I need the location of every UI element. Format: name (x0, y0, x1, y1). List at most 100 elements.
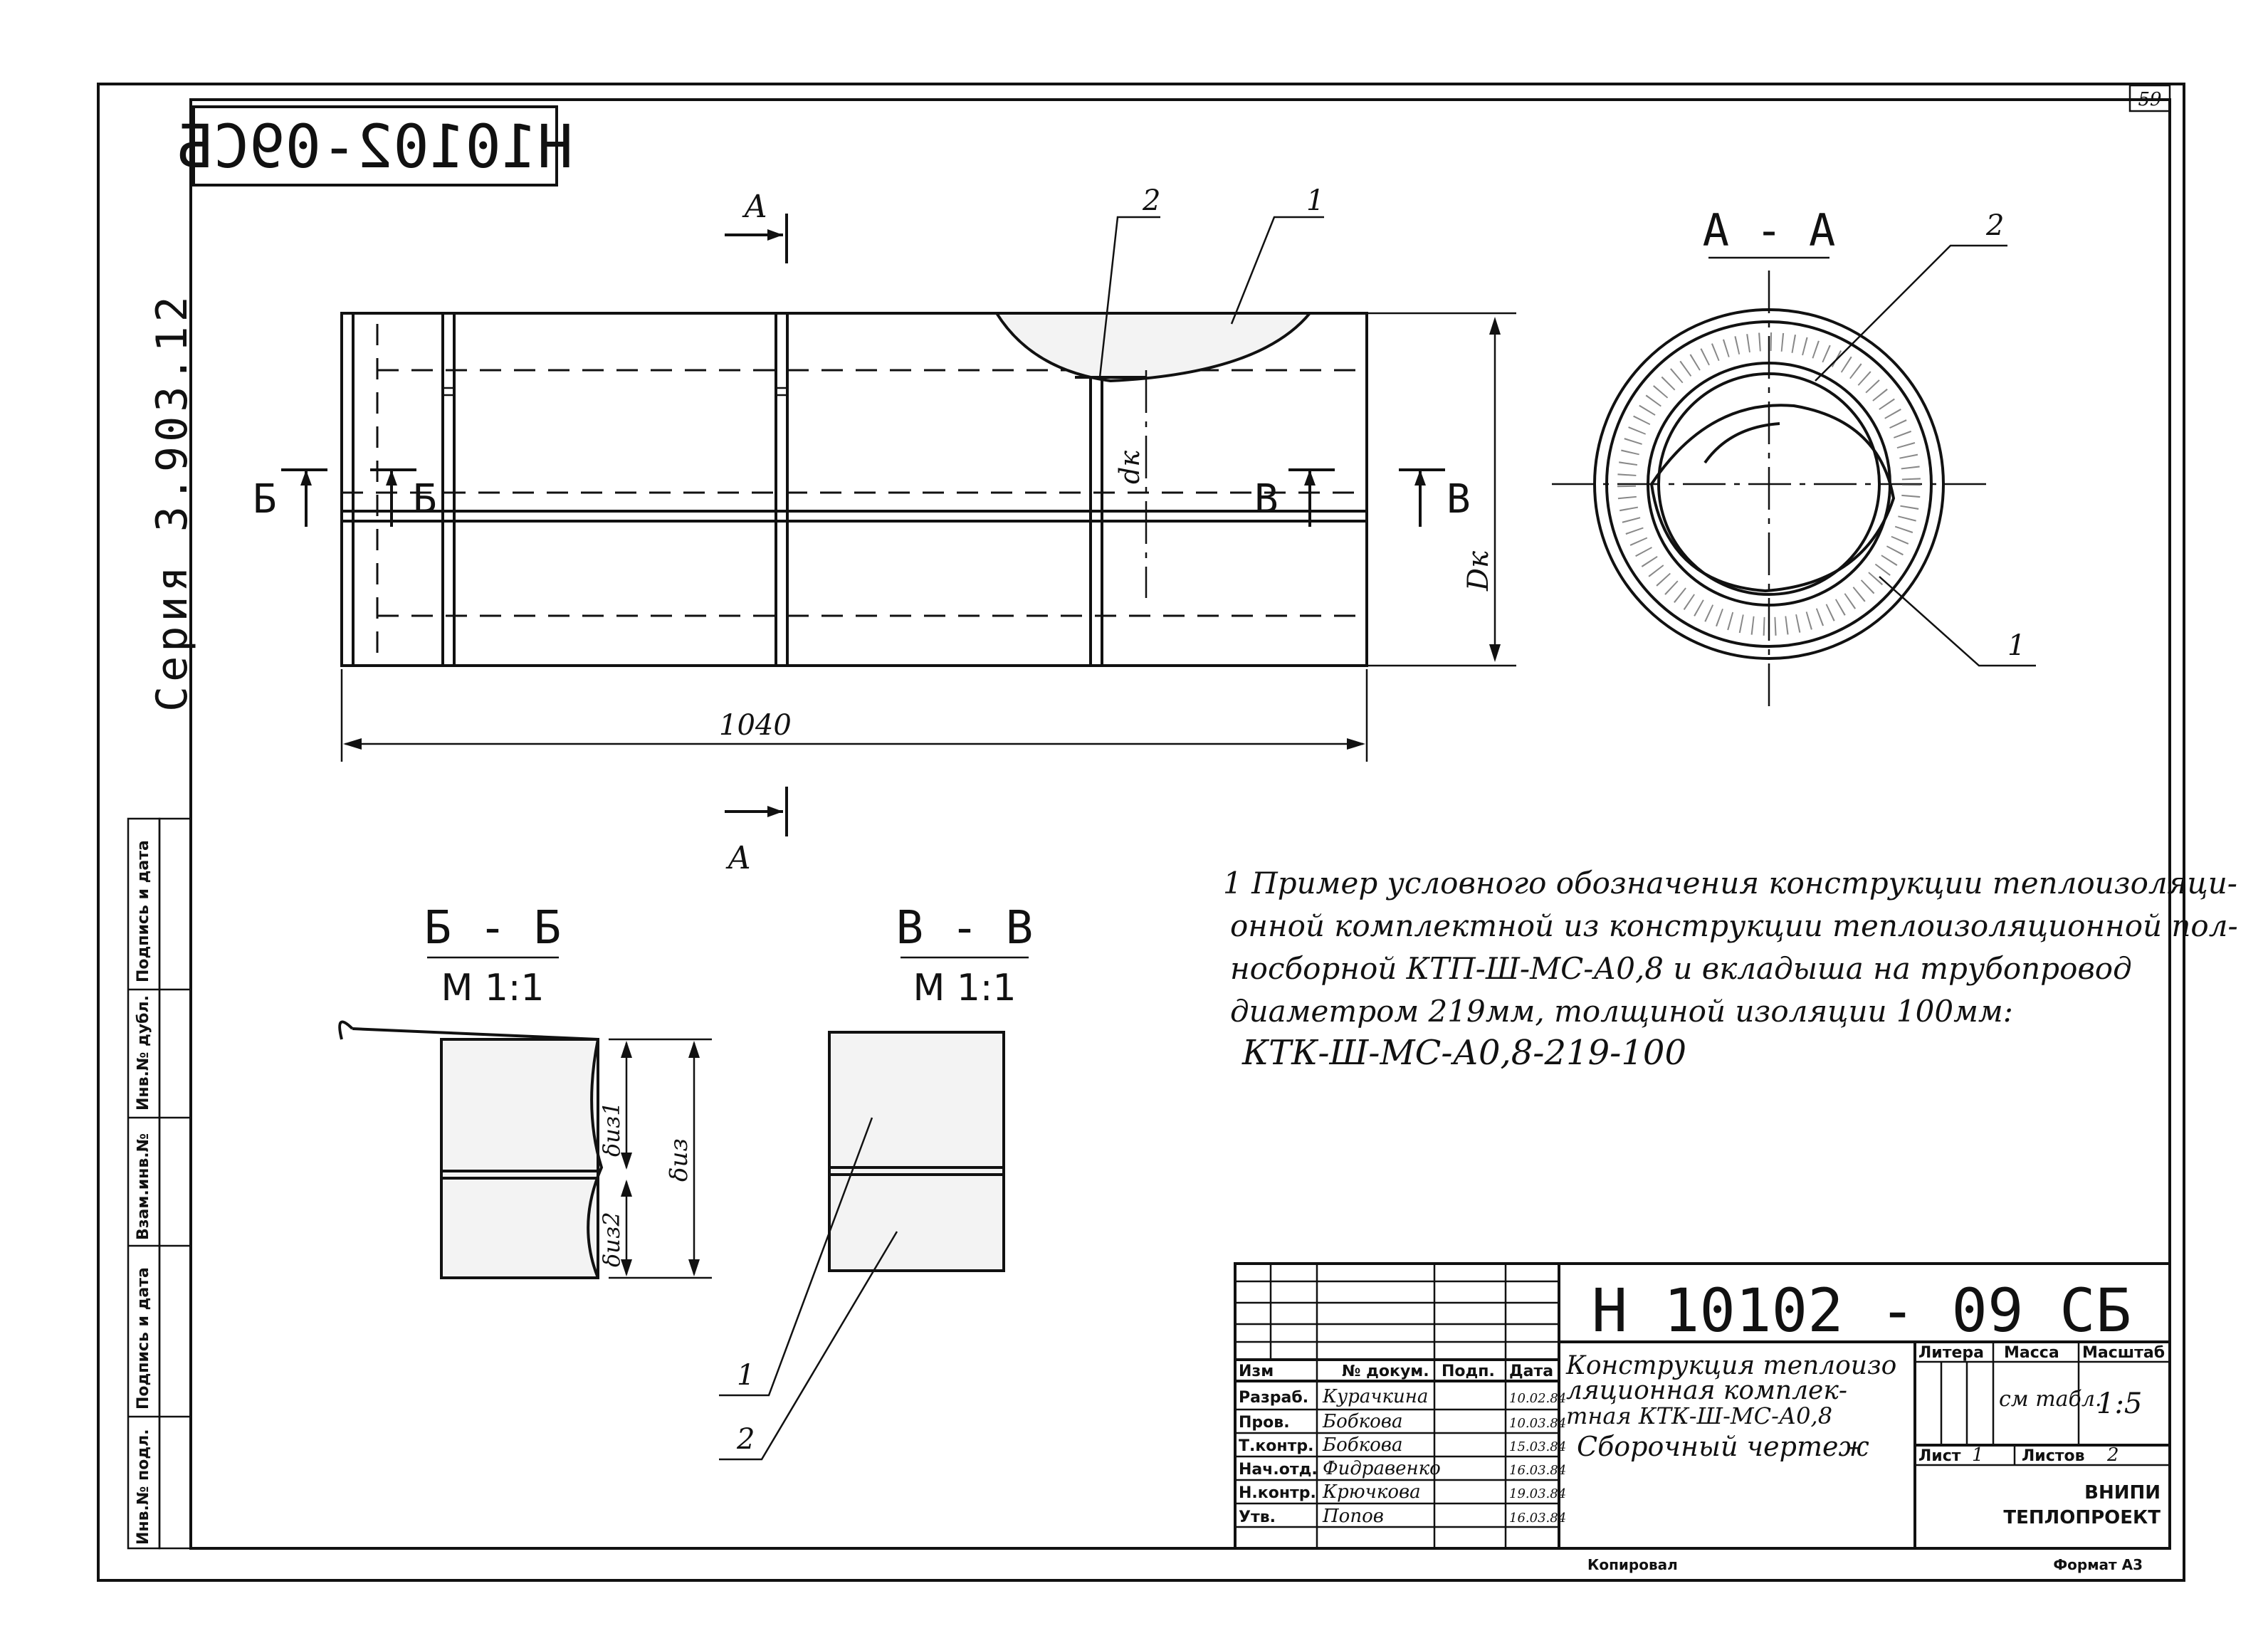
note-line-2: онной комплектной из конструкции теплоиз… (1230, 908, 2238, 943)
leader-1-aa (1879, 576, 2036, 667)
section-vv: В - В М 1:1 1 2 (719, 902, 1033, 1461)
margin-field-5: Инв.№ подл. (135, 1429, 152, 1545)
leader-2-aa (1815, 244, 2007, 382)
leader-1-label-aa: 1 (2007, 629, 2025, 662)
leader-2-main (1098, 216, 1160, 378)
signer-date: 10.02.84 (1509, 1391, 1566, 1406)
dim-dk-inner: dк (1114, 451, 1145, 484)
hdr-doc-no: № докум. (1342, 1363, 1429, 1380)
main-view: 2 1 А А Б Б В В Dк (253, 184, 1516, 876)
leader-1-vv (719, 1117, 873, 1397)
hdr-scale: Масштаб (2082, 1344, 2165, 1362)
margin-field-4: Подпись и дата (135, 1267, 152, 1410)
note-line-3: носборной КТП-Ш-МС-А0,8 и вкладыша на тр… (1230, 951, 2132, 986)
dim-delta-layer1: δиз1 (598, 1101, 625, 1157)
signer-row: Пров. Бобкова 10.03.84 (1239, 1411, 1566, 1432)
margin-field-2: Инв.№ дубл. (135, 995, 152, 1111)
margin-field-1: Подпись и дата (135, 840, 152, 982)
format-label: Формат А3 (2053, 1556, 2143, 1573)
page-number-box (2128, 84, 2171, 112)
signer-role: Нач.отд. (1239, 1461, 1318, 1479)
top-stamp-box (192, 105, 558, 187)
signer-row: Нач.отд. Фидравенко 16.03.84 (1239, 1458, 1566, 1479)
series-label: Серия 3.903.12 (147, 292, 197, 712)
hdr-izm: Изм (1239, 1363, 1274, 1380)
section-b-right-letter: Б (413, 476, 437, 523)
scale-value: 1:5 (2096, 1387, 2142, 1420)
page-number: 59 (2138, 89, 2161, 110)
dim-delta-layer2: δиз2 (598, 1212, 625, 1267)
title-line-3: тная КТК-Ш-МС-А0,8 (1566, 1402, 1832, 1429)
section-bb-title: Б - Б (424, 902, 562, 955)
signer-name: Фидравенко (1323, 1458, 1441, 1479)
cutout-insulation (994, 312, 1313, 383)
signer-name: Попов (1322, 1506, 1384, 1527)
hdr-mass: Масса (2004, 1344, 2059, 1362)
signer-name: Бобкова (1322, 1411, 1402, 1432)
band-1 (441, 312, 456, 667)
signer-role: Н.контр. (1239, 1484, 1316, 1502)
section-a-bottom-letter: А (725, 840, 751, 876)
section-bb: Б - Б М 1:1 δиз δиз1 δиз2 (338, 902, 712, 1279)
note-line-5: КТК-Ш-МС-А0,8-219-100 (1241, 1033, 1686, 1073)
hdr-sheet: Лист (1918, 1447, 1961, 1465)
leader-1-label-vv: 1 (737, 1359, 755, 1392)
leader-1-main (1230, 216, 1324, 325)
signer-role: Т.контр. (1239, 1437, 1313, 1455)
section-v-left-letter: В (1254, 476, 1279, 523)
hdr-sign: Подп. (1442, 1363, 1495, 1380)
band-2 (775, 312, 789, 667)
section-vv-scale: М 1:1 (913, 967, 1016, 1009)
end-band-left (340, 312, 355, 667)
pipe-inner-profile (1649, 404, 1896, 593)
note-line-4: диаметром 219мм, толщиной изоляции 100мм… (1230, 994, 2013, 1029)
signer-name: Бобкова (1322, 1434, 1402, 1456)
org-line-1: ВНИПИ (2084, 1482, 2161, 1503)
leader-2-label-main: 2 (1142, 184, 1160, 217)
leader-2-vv (719, 1231, 898, 1461)
section-aa: А - А 2 1 (1552, 204, 2036, 712)
signer-row: Утв. Попов 16.03.84 (1239, 1506, 1566, 1527)
section-vv-body (828, 1031, 1005, 1272)
hdr-date: Дата (1509, 1363, 1553, 1380)
signer-row: Т.контр. Бобкова 15.03.84 (1239, 1434, 1566, 1456)
note-line-1: 1 Пример условного обозначения конструкц… (1223, 866, 2237, 901)
title-line-2: ляционная комплек- (1566, 1376, 1847, 1405)
signer-row: Н.контр. Крючкова 19.03.84 (1239, 1481, 1566, 1503)
signer-date: 10.03.84 (1509, 1416, 1566, 1431)
leader-2-label-aa: 2 (1985, 209, 2004, 242)
leader-1-label-main: 1 (1306, 184, 1324, 217)
doc-code: Н 10102 - 09 СБ (1592, 1276, 2132, 1345)
section-bb-scale: М 1:1 (441, 967, 544, 1009)
signer-name: Курачкина (1322, 1386, 1428, 1407)
section-aa-title: А - А (1703, 204, 1836, 256)
section-a-top-letter: А (742, 189, 767, 225)
org-line-2: ТЕПЛОПРОЕКТ (2003, 1507, 2161, 1528)
signer-date: 16.03.84 (1509, 1511, 1566, 1526)
margin-field-3: Взам.инв.№ (135, 1133, 152, 1240)
hdr-sheets: Листов (2022, 1447, 2085, 1465)
title-block: Изм № докум. Подп. Дата Разраб. Курачкин… (1234, 1262, 2171, 1550)
section-bb-body (440, 1038, 599, 1279)
sheets-value: 2 (2106, 1444, 2119, 1466)
signer-role: Пров. (1239, 1414, 1290, 1432)
dim-delta-total: δиз (665, 1138, 693, 1182)
signer-role: Утв. (1239, 1508, 1276, 1526)
signer-name: Крючкова (1322, 1481, 1421, 1503)
signer-row: Разраб. Курачкина 10.02.84 (1239, 1386, 1566, 1407)
sheet-value: 1 (1972, 1444, 1984, 1466)
section-v-right-letter: В (1447, 476, 1471, 523)
signer-date: 15.03.84 (1509, 1439, 1566, 1454)
mass-value: см табл. (1999, 1387, 2102, 1412)
dim-dk-outer: Dк (1462, 551, 1495, 592)
signer-role: Разраб. (1239, 1389, 1308, 1407)
top-stamp-mirrored: Н10102-09СБ (177, 112, 573, 182)
signer-date: 19.03.84 (1509, 1486, 1566, 1501)
signer-date: 16.03.84 (1509, 1463, 1566, 1478)
title-line-1: Конструкция теплоизо (1565, 1351, 1896, 1380)
hdr-litera: Литера (1918, 1344, 1984, 1362)
ring-outer (1593, 308, 1945, 660)
title-line-4: Сборочный чертеж (1577, 1431, 1869, 1462)
leader-2-label-vv: 2 (736, 1423, 755, 1456)
